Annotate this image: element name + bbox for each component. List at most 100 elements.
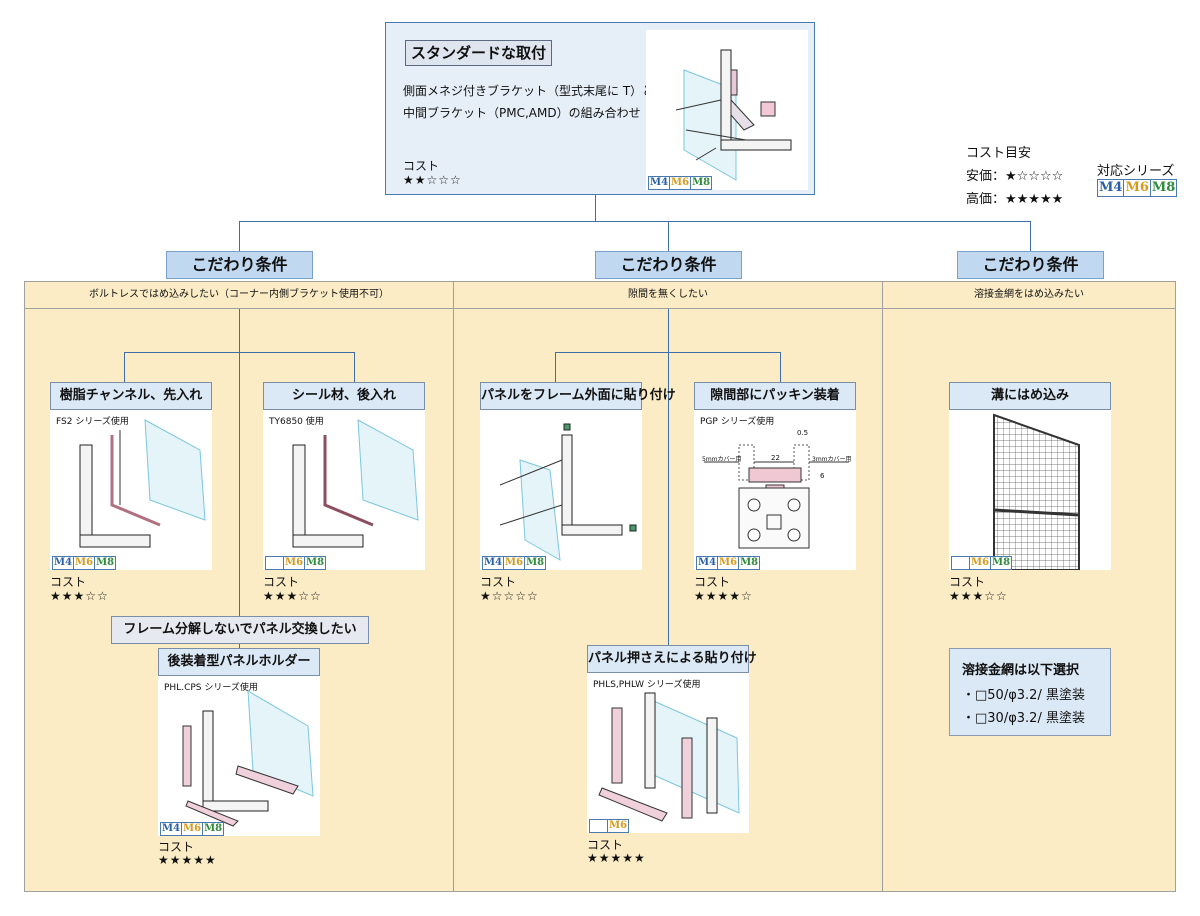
series-empty (951, 556, 969, 570)
resin-channel-stars: ★★★☆☆ (50, 589, 109, 603)
press-title: パネル押さえによる貼り付け (587, 645, 757, 673)
connector-col2 (668, 221, 669, 251)
panel-holder-icon (182, 690, 314, 827)
col1-holder-link (239, 643, 240, 649)
dim-6: 6 (820, 472, 825, 480)
panel-outer-cost: コスト (480, 575, 517, 589)
standard-mount-desc: 側面メネジ付きブラケット（型式末尾に T）と 中間ブラケット（PMC,AMD）の… (403, 80, 654, 124)
col2-branch-right (780, 352, 781, 382)
seal-stars: ★★★☆☆ (263, 589, 322, 603)
packing-cost: コスト (694, 575, 731, 589)
holder-stars: ★★★★★ (158, 853, 217, 867)
mesh-note-option-1: ・□50/φ3.2/ 黒塗装 (962, 688, 1085, 703)
legend-cheap: 安価：★☆☆☆☆ (966, 169, 1064, 184)
press-card: PHLS,PHLW シリーズ使用 M6 (587, 673, 749, 833)
packing-title: 隙間部にパッキン装着 (694, 382, 856, 410)
welded-mesh-icon (993, 413, 1080, 571)
press-series: M6 (589, 819, 630, 833)
seal-sub: TY6850 使用 (269, 417, 324, 427)
series-m6: M6 (669, 176, 691, 190)
desc-line-2: 中間ブラケット（PMC,AMD）の組み合わせ (403, 106, 641, 120)
series-m4: M4 (648, 176, 670, 190)
connector-trunk (595, 195, 596, 222)
series-m6: M6 (969, 556, 991, 570)
groove-title: 溝にはめ込み (949, 382, 1111, 410)
desc-line-1: 側面メネジ付きブラケット（型式末尾に T）と (403, 84, 655, 98)
mesh-note-option-2: ・□30/φ3.2/ 黒塗装 (962, 711, 1085, 726)
series-m6: M6 (181, 822, 203, 836)
mesh-note-title: 溶接金網は以下選択 (962, 663, 1080, 678)
groove-stars: ★★★☆☆ (949, 589, 1008, 603)
column-2-header: こだわり条件 (595, 251, 742, 279)
col1-branch-right (354, 352, 355, 382)
standard-cost-label: コスト (403, 159, 440, 173)
frame-channel-icon (79, 419, 206, 548)
packing-sub: PGP シリーズ使用 (700, 417, 775, 427)
frame-seal-icon (292, 419, 419, 548)
standard-cost-stars: ★★☆☆☆ (403, 173, 462, 187)
dim-05: 0.5 (797, 429, 809, 437)
series-m8: M8 (304, 556, 327, 570)
series-m8: M8 (94, 556, 117, 570)
series-m8: M8 (990, 556, 1013, 570)
connector-col1 (239, 221, 240, 251)
series-m8: M8 (202, 822, 225, 836)
series-empty (265, 556, 283, 570)
panel-outer-stars: ★☆☆☆☆ (480, 589, 539, 603)
column-3-header: こだわり条件 (957, 251, 1104, 279)
series-m6: M6 (607, 819, 630, 833)
col1-branch-left (124, 352, 125, 382)
series-m6: M6 (503, 556, 525, 570)
press-cost: コスト (587, 838, 624, 852)
col2-branch (555, 352, 781, 353)
dim-3mm: 3mmカバー用 (812, 456, 852, 463)
holder-title: 後装着型パネルホルダー (158, 648, 320, 676)
legend-expensive: 高価：★★★★★ (966, 192, 1064, 207)
series-m6: M6 (283, 556, 305, 570)
bracket-diagram-icon (675, 49, 792, 181)
resin-channel-sub: FS2 シリーズ使用 (56, 417, 129, 427)
legend-series-m8: M8 (1149, 179, 1178, 197)
resin-channel-cost: コスト (50, 575, 87, 589)
legend-series-title: 対応シリーズ (1097, 164, 1175, 179)
series-m6: M6 (717, 556, 739, 570)
series-empty (589, 819, 607, 833)
series-m4: M4 (696, 556, 718, 570)
series-m6: M6 (73, 556, 95, 570)
holder-sub: PHL.CPS シリーズ使用 (164, 683, 258, 693)
holder-cost: コスト (158, 840, 195, 854)
standard-mount-title: スタンダードな取付 (405, 40, 552, 66)
col1-branch (124, 352, 355, 353)
packing-stars: ★★★★☆ (694, 589, 753, 603)
series-m4: M4 (160, 822, 182, 836)
packing-cross-section-icon (704, 444, 849, 549)
panel-outer-icon (499, 423, 637, 561)
col1-trunk (239, 309, 240, 616)
series-m4: M4 (482, 556, 504, 570)
dim-5mm: 5mmカバー用 (702, 456, 742, 463)
press-sub: PHLS,PHLW シリーズ使用 (593, 680, 701, 690)
series-m8: M8 (738, 556, 761, 570)
connector-col3 (1030, 221, 1031, 251)
legend-series-m4: M4 (1097, 179, 1124, 197)
seal-title: シール材、後入れ (263, 382, 425, 410)
col2-trunk (668, 309, 669, 645)
col2-branch-left (555, 352, 556, 382)
cost-legend: コスト目安 安価：★☆☆☆☆ 高価：★★★★★ (966, 142, 1063, 211)
legend-series-m6: M6 (1123, 179, 1150, 197)
resin-channel-title: 樹脂チャンネル、先入れ (50, 382, 212, 410)
panel-press-icon (598, 692, 740, 822)
mesh-selection-note: 溶接金網は以下選択 ・□50/φ3.2/ 黒塗装 ・□30/φ3.2/ 黒塗装 (949, 648, 1111, 736)
column-1-header: こだわり条件 (166, 251, 313, 279)
